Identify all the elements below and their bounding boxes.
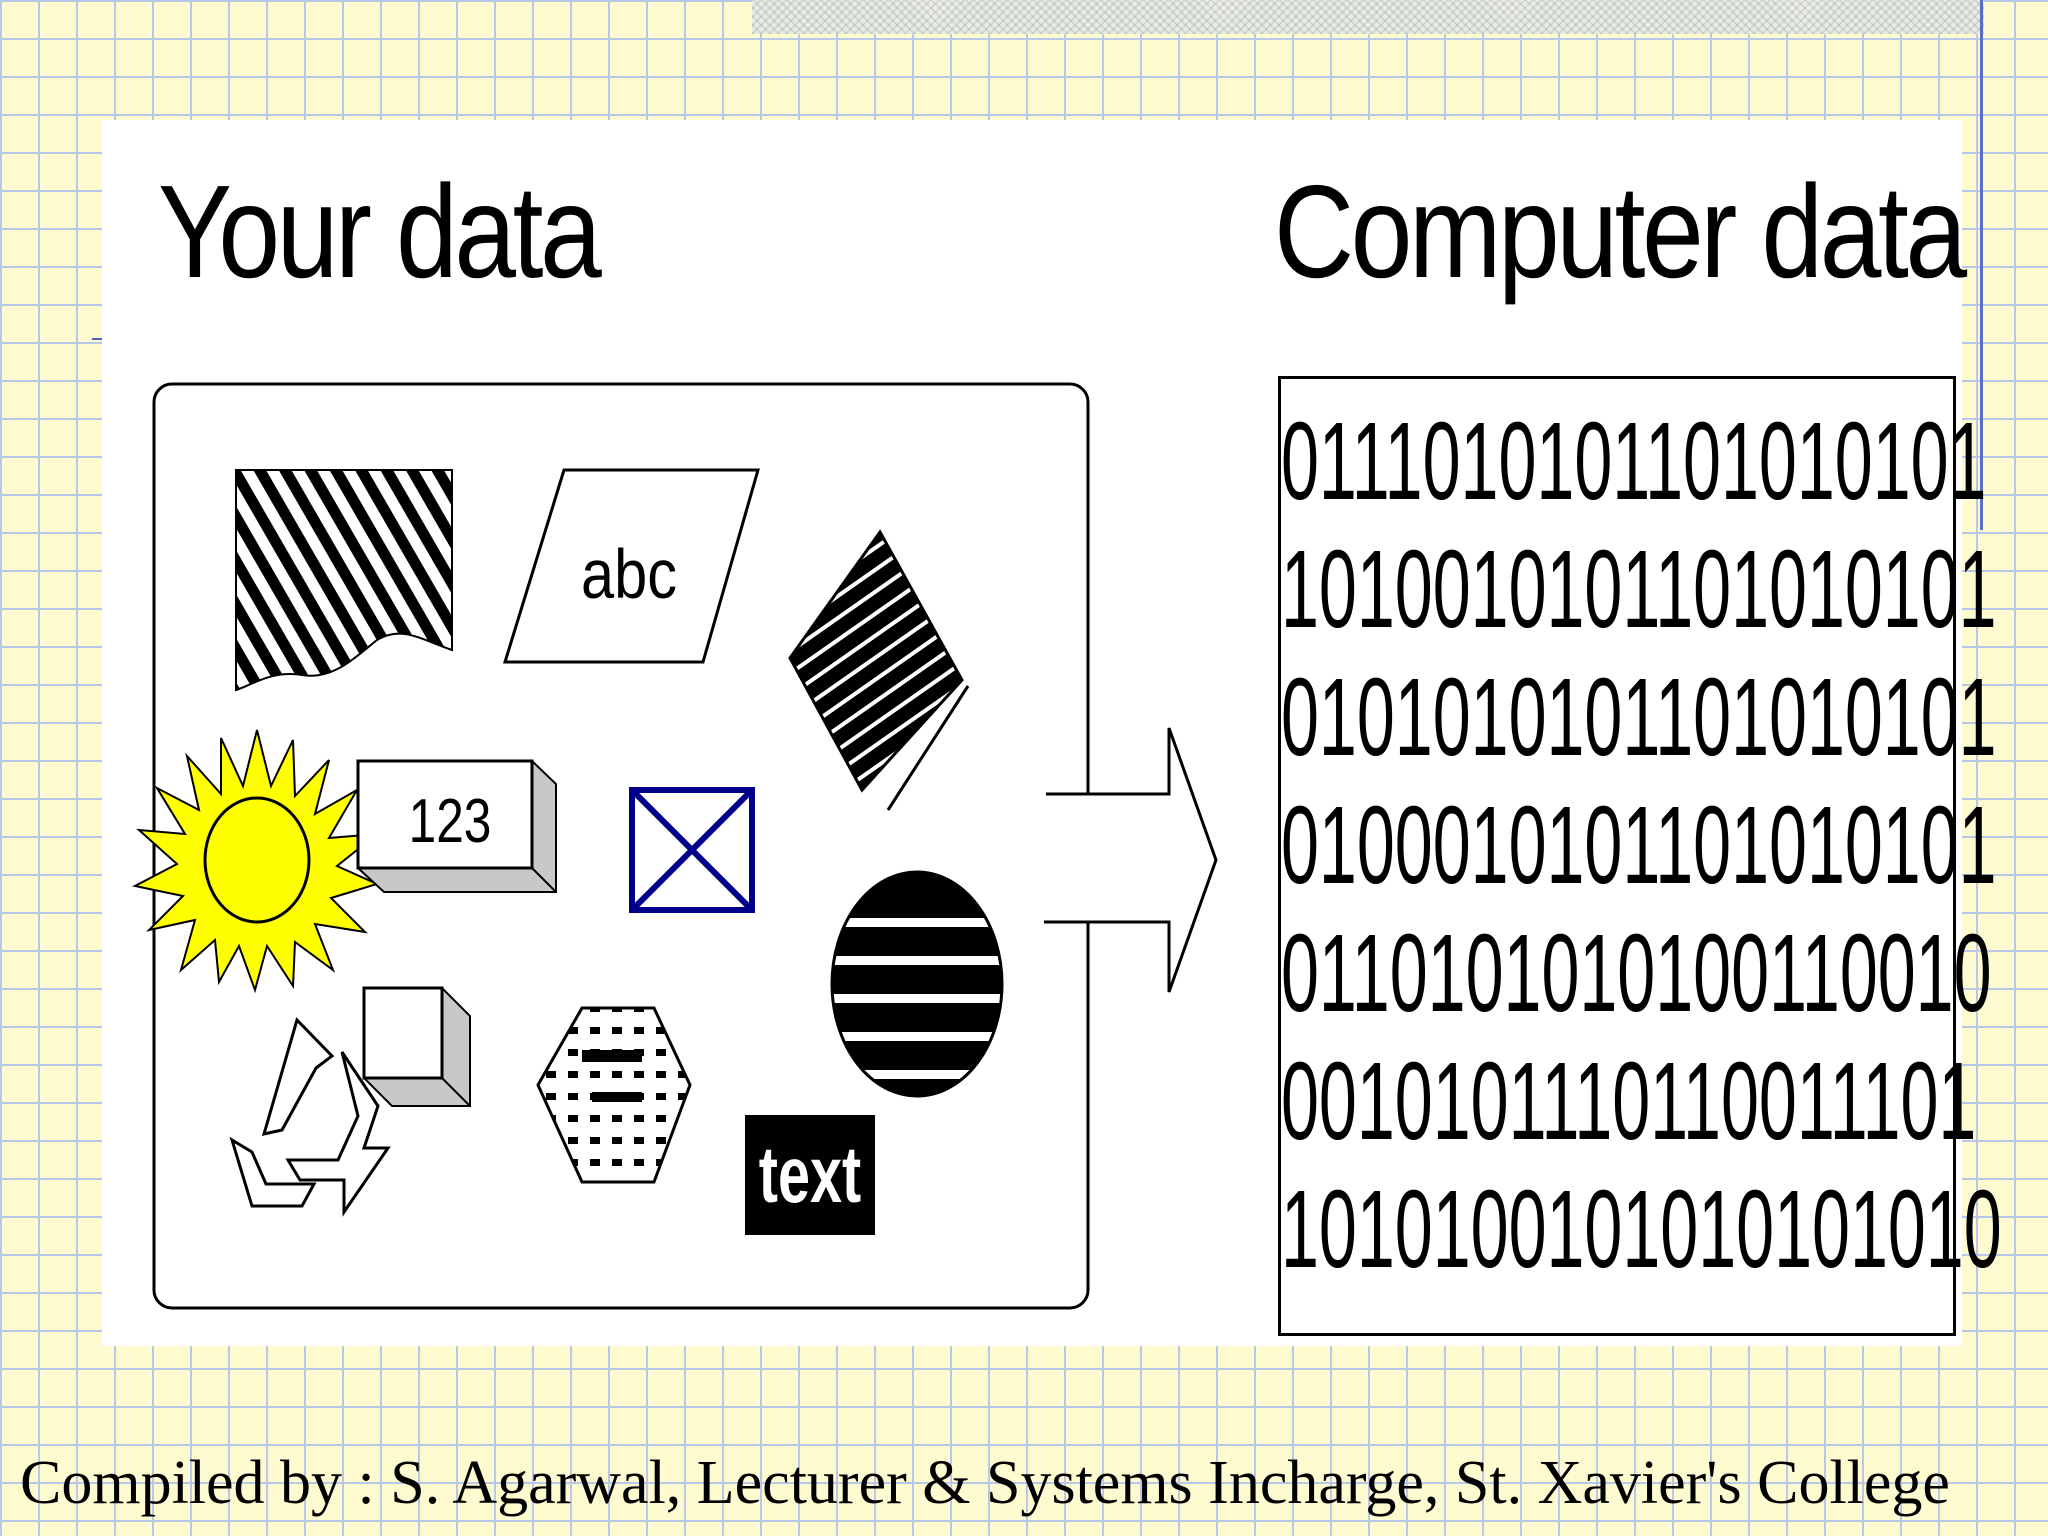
binary-line: 0110101010100110010 — [1281, 912, 1992, 1035]
binary-line: 0010101110110011101 — [1281, 1040, 1977, 1163]
123-label: 123 — [409, 786, 492, 856]
binary-line: 1010100101010101010 — [1281, 1168, 2002, 1291]
small-cube — [362, 986, 471, 1107]
diagram-panel: Your data Computer data — [102, 120, 2002, 1346]
side-rule-line — [1980, 0, 1983, 530]
striped-flag-shape — [235, 469, 453, 692]
binary-data-box: 0111010101101010101 1010010101101010101 … — [1278, 376, 2002, 1336]
binary-line: 0111010101101010101 — [1281, 400, 1987, 523]
striped-oval — [830, 870, 1004, 1098]
dotted-hexagon — [536, 1006, 692, 1184]
footer-credit: Compiled by : S. Agarwal, Lecturer & Sys… — [20, 1449, 1950, 1517]
right-arrow — [1044, 727, 1218, 993]
your-data-heading: Your data — [158, 158, 602, 305]
binary-line: 1010010101101010101 — [1281, 528, 1997, 651]
text-block-label: text — [759, 1130, 861, 1220]
binary-line: 0100010101101010101 — [1281, 784, 1997, 907]
abc-label: abc — [581, 534, 677, 613]
envelope-icon — [629, 787, 755, 913]
123-box: 123 — [356, 759, 557, 893]
shapes-canvas: abc 123 — [132, 382, 1218, 1310]
computer-data-heading: Computer data — [1274, 158, 1967, 305]
abc-parallelogram: abc — [502, 468, 760, 664]
left-tick-mark — [92, 338, 106, 340]
recycle-icon — [229, 1017, 391, 1217]
text-block: text — [745, 1115, 875, 1235]
binary-line: 0101010101101010101 — [1281, 656, 1997, 779]
striped-diamond — [788, 529, 970, 811]
top-decorative-band — [752, 0, 1984, 34]
